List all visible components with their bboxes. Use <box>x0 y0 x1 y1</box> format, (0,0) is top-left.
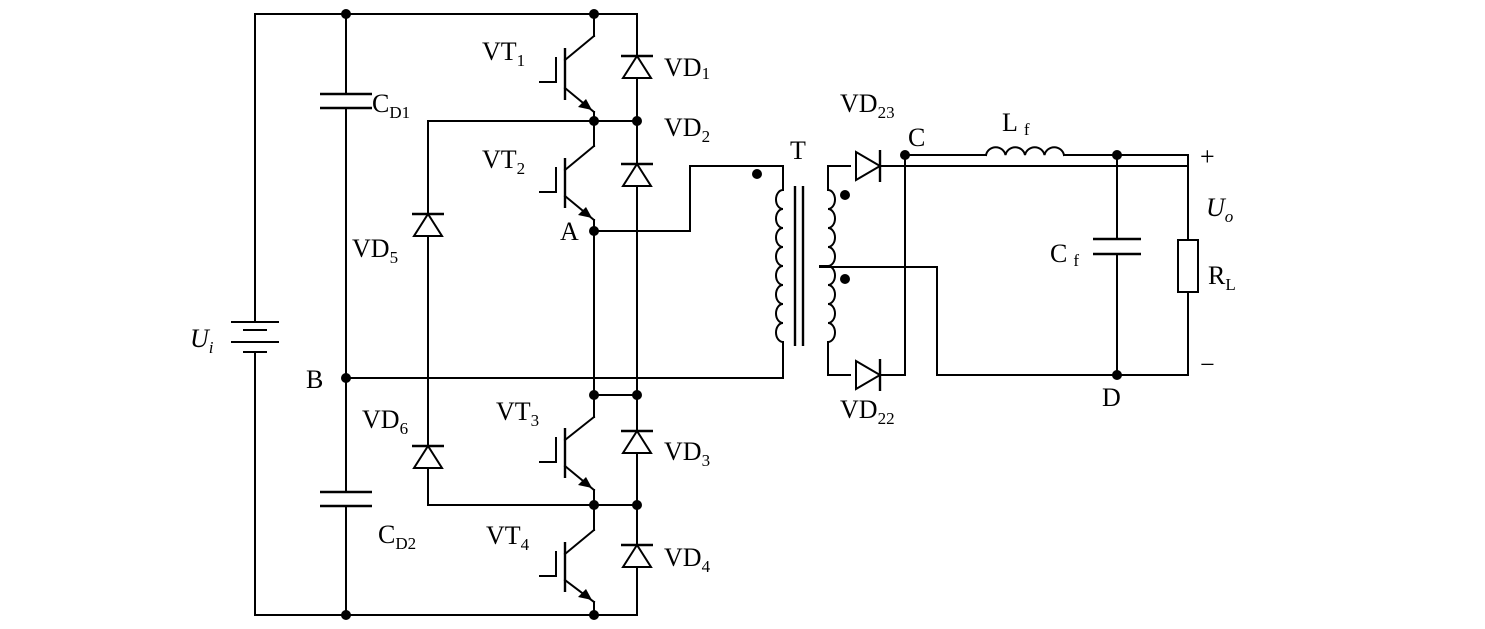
label-vt1: VT1 <box>482 37 525 70</box>
label-transformer: T <box>790 136 806 165</box>
dc-source-ui <box>231 321 279 353</box>
diode-vd2 <box>621 162 653 187</box>
label-vt3: VT3 <box>496 397 539 430</box>
capacitor-cf <box>1093 237 1141 256</box>
label-node-c: C <box>908 123 925 152</box>
label-vd1: VD1 <box>664 53 710 83</box>
label-vd6: VD6 <box>362 405 408 438</box>
igbt-vt4 <box>539 528 596 604</box>
label-rl: RL <box>1208 261 1236 294</box>
label-vd5: VD5 <box>352 234 398 267</box>
label-vd22: VD22 <box>840 395 895 428</box>
label-minus: − <box>1200 350 1215 379</box>
label-vt2: VT2 <box>482 145 525 178</box>
label-plus: + <box>1200 142 1215 171</box>
label-node-b: B <box>306 365 323 394</box>
label-node-d: D <box>1102 383 1121 412</box>
igbt-vt1 <box>539 34 596 114</box>
diode-vd4 <box>621 543 653 568</box>
label-uo: Uo <box>1206 193 1233 226</box>
diode-vd5 <box>412 212 444 237</box>
igbt-vt3 <box>539 415 596 492</box>
diode-vd22 <box>855 359 882 391</box>
capacitor-cd1 <box>320 92 372 110</box>
capacitor-cd2 <box>320 490 372 508</box>
label-vd3: VD3 <box>664 437 710 470</box>
label-vd4: VD4 <box>664 543 711 576</box>
igbt-vt2 <box>539 144 596 222</box>
label-vt4: VT4 <box>486 521 530 554</box>
label-node-a: A <box>560 217 579 246</box>
diode-vd23 <box>855 150 882 182</box>
inductor-lf <box>984 146 1066 157</box>
diode-vd1 <box>621 54 653 79</box>
label-ui: Ui <box>190 324 214 357</box>
resistor-rl <box>1177 239 1199 293</box>
label-vd2: VD2 <box>664 113 710 146</box>
labels: Ui CD1 CD2 VT1 VT2 VT3 VT4 VD1 VD2 VD3 V… <box>190 37 1236 576</box>
label-cd1: CD1 <box>372 89 410 122</box>
wires <box>254 13 1189 616</box>
transformer-t <box>752 169 850 346</box>
label-vd23: VD23 <box>840 89 895 122</box>
diode-vd6 <box>412 444 444 469</box>
label-cd2: CD2 <box>378 520 416 553</box>
junction-dots <box>341 9 1122 620</box>
diode-vd3 <box>621 429 653 454</box>
